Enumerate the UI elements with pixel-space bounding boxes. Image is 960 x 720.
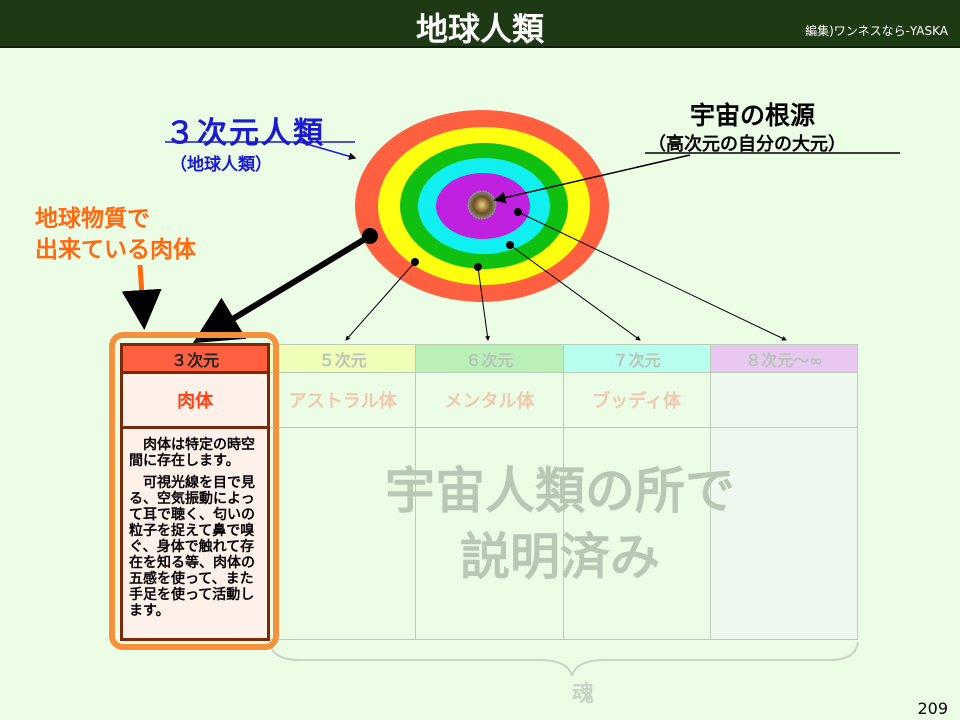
header-7d: ７次元: [562, 344, 711, 373]
desc-7d: [562, 427, 711, 640]
physical-description: 肉体は特定の時空間に存在します。 可視光線を目で見る、空気振動によって耳で聴く、…: [119, 426, 271, 641]
origin-arrow: [493, 154, 691, 204]
title-bar: 地球人類 編集)ワンネスなら-YASKA: [0, 0, 960, 48]
body-buddhic: ブッディ体: [562, 372, 711, 428]
matter-line-1: 地球物質で: [35, 206, 150, 232]
desc-5d: [268, 427, 417, 640]
description-row: 肉体は特定の時空間に存在します。 可視光線を目で見る、空気振動によって耳で聴く、…: [119, 426, 859, 641]
credit: 編集)ワンネスなら-YASKA: [805, 24, 948, 38]
page-number: 209: [917, 699, 948, 718]
body-arrow: [192, 233, 372, 344]
body-physical: 肉体: [119, 371, 271, 429]
header-3d: ３次元: [119, 343, 271, 374]
ring-ellipse: [355, 110, 609, 302]
dimension-table: ３次元 ５次元 ６次元 ７次元 ８次元～∞ 肉体 アストラル体 メンタル体 ブッ…: [119, 343, 859, 641]
desc-paragraph-2: 可視光線を目で見る、空気振動によって耳で聴く、匂いの粒子を捉えて鼻で嗅ぐ、身体で…: [129, 475, 255, 619]
watermark-line-2: 説明済み: [460, 528, 660, 586]
desc-8d: [709, 427, 859, 640]
human-pointer: [165, 141, 355, 158]
human-3d-sublabel: （地球人類）: [170, 155, 272, 175]
watermark: 宇宙人類の所で 説明済み: [340, 458, 780, 590]
watermark-line-1: 宇宙人類の所で: [385, 462, 735, 520]
body-mental: メンタル体: [415, 372, 564, 428]
body-8d: [709, 372, 859, 428]
soul-label: 魂: [572, 682, 595, 707]
body-astral: アストラル体: [268, 372, 417, 428]
header-6d: ６次元: [415, 344, 564, 373]
matter-body-label: 地球物質で 出来ている肉体: [35, 204, 196, 266]
matter-arrow: [121, 264, 162, 330]
human-3d-label: ３次元人類: [165, 116, 325, 151]
desc-6d: [415, 427, 564, 640]
slide-title: 地球人類: [415, 10, 544, 48]
origin-label: 宇宙の根源: [690, 101, 816, 130]
desc-paragraph-1: 肉体は特定の時空間に存在します。: [129, 437, 255, 469]
header-5d: ５次元: [268, 344, 417, 373]
soul-brace: [269, 641, 859, 677]
origin-sublabel: （高次元の自分の大元）: [648, 134, 846, 155]
matter-line-2: 出来ている肉体: [35, 237, 196, 263]
highlight-frame: [109, 332, 279, 650]
header-8d: ８次元～∞: [709, 344, 859, 373]
